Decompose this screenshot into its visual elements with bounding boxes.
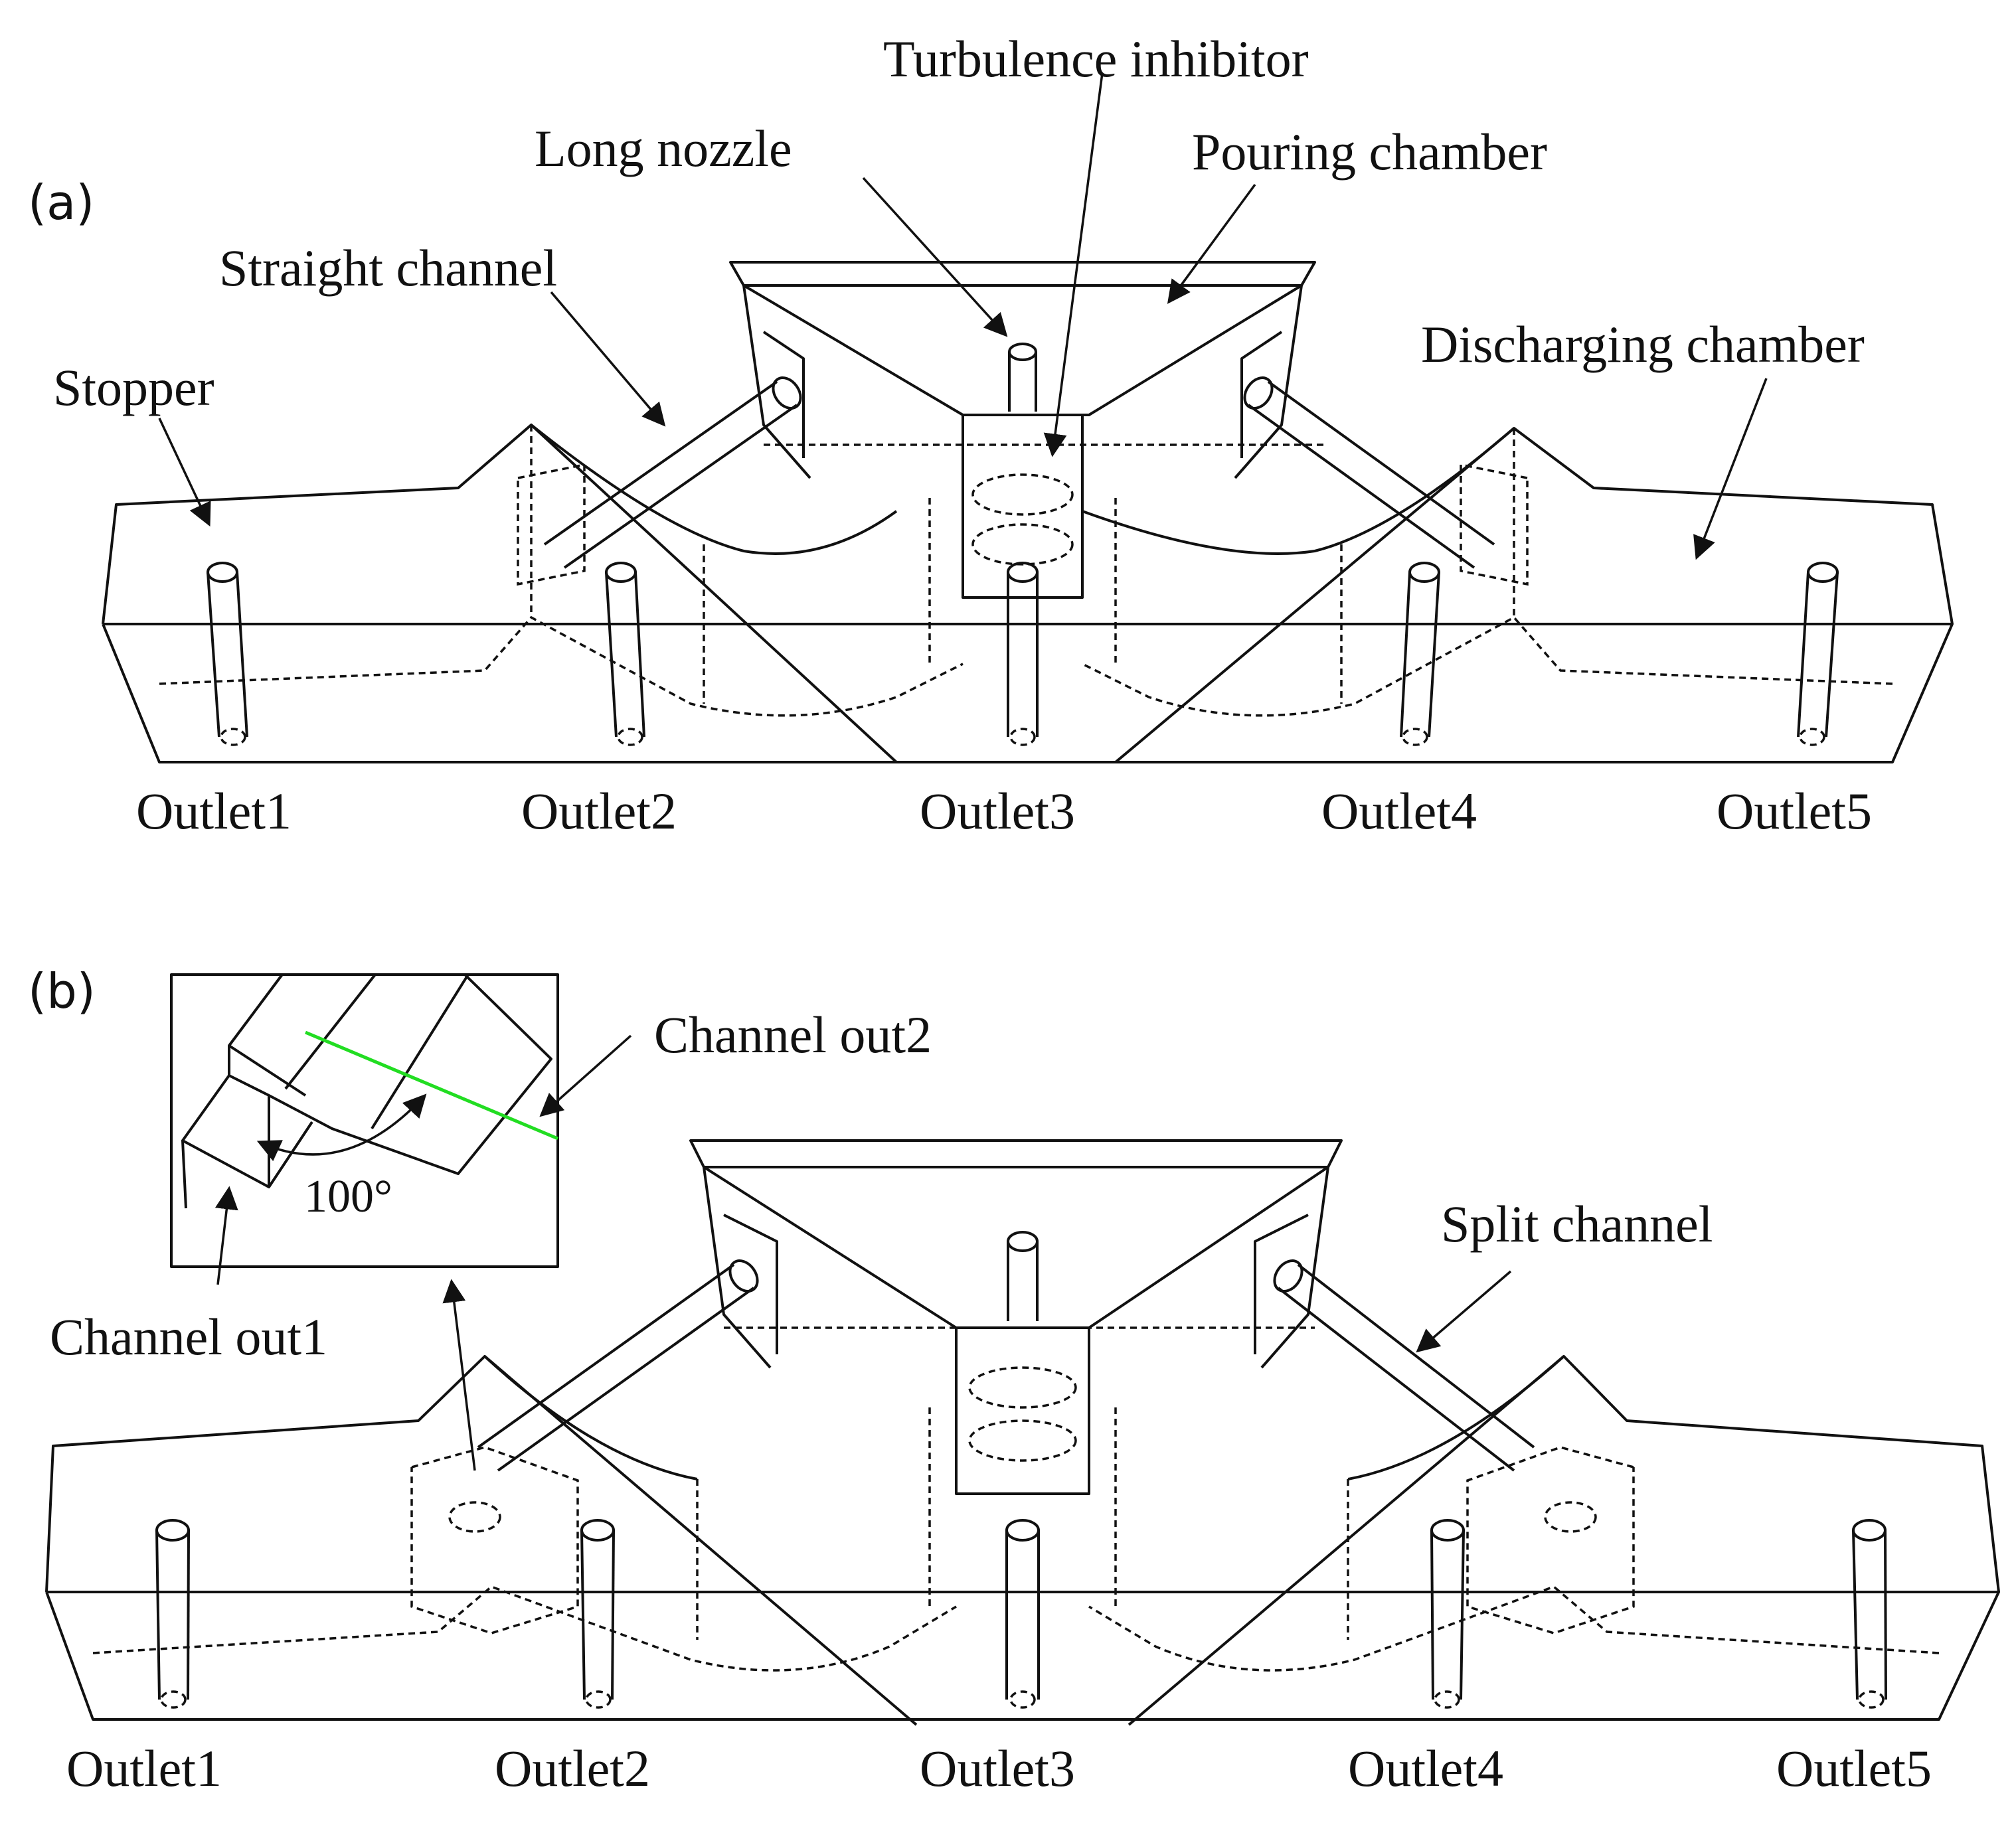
stopper-b-5 <box>1852 1519 1887 1709</box>
stopper-a-3 <box>1007 562 1039 746</box>
panel-a-label: (a) <box>28 175 94 230</box>
outlet-label: Outlet1 <box>136 782 292 840</box>
stopper-b-4 <box>1430 1519 1465 1709</box>
green-reference-line <box>305 1030 558 1141</box>
outlet-label: Outlet1 <box>66 1739 222 1797</box>
stopper-b-2 <box>580 1519 615 1709</box>
stoppers-b <box>155 1519 1887 1709</box>
stopper-a-4 <box>1400 562 1440 746</box>
inset-detail: 100° <box>170 973 559 1268</box>
label-stopper: Stopper <box>53 358 214 416</box>
panel-b: (b) 100° <box>28 963 2000 1797</box>
tundish-b-body <box>45 1139 2000 1726</box>
outlet-labels-b: Outlet1 Outlet2 Outlet3 Outlet4 Outlet5 <box>66 1739 1932 1797</box>
label-long-nozzle: Long nozzle <box>535 119 792 177</box>
label-discharging-chamber: Discharging chamber <box>1421 315 1865 373</box>
stopper-a-5 <box>1797 562 1839 746</box>
panel-a: (a) <box>28 30 1954 840</box>
outlet-label: Outlet5 <box>1776 1739 1932 1797</box>
outlet-label: Outlet4 <box>1348 1739 1503 1797</box>
outlet-label: Outlet3 <box>920 1739 1075 1797</box>
outlet-labels-a: Outlet1 Outlet2 Outlet3 Outlet4 Outlet5 <box>136 782 1872 840</box>
label-turbulence-inhibitor: Turbulence inhibitor <box>883 30 1309 88</box>
outlet-label: Outlet2 <box>495 1739 650 1797</box>
outlet-label: Outlet5 <box>1717 782 1872 840</box>
label-channel-out1: Channel out1 <box>50 1308 327 1366</box>
stopper-b-1 <box>155 1519 190 1709</box>
callout-arrows-a <box>158 72 1768 560</box>
tundish-a-body <box>102 261 1954 763</box>
stopper-b-3 <box>1005 1519 1040 1709</box>
outlet-label: Outlet3 <box>920 782 1075 840</box>
label-channel-out2: Channel out2 <box>654 1006 932 1064</box>
outlet-label: Outlet4 <box>1321 782 1477 840</box>
panel-b-label: (b) <box>28 963 96 1019</box>
outlet-label: Outlet2 <box>521 782 677 840</box>
stopper-a-2 <box>605 562 645 746</box>
label-pouring-chamber: Pouring chamber <box>1192 123 1547 181</box>
inset-frame <box>170 973 559 1268</box>
label-straight-channel: Straight channel <box>219 239 557 297</box>
stopper-a-1 <box>207 562 248 746</box>
label-split-channel: Split channel <box>1441 1195 1713 1253</box>
angle-label: 100° <box>304 1171 392 1222</box>
callout-arrows-b <box>214 1034 1512 1471</box>
stoppers-a <box>207 562 1839 746</box>
